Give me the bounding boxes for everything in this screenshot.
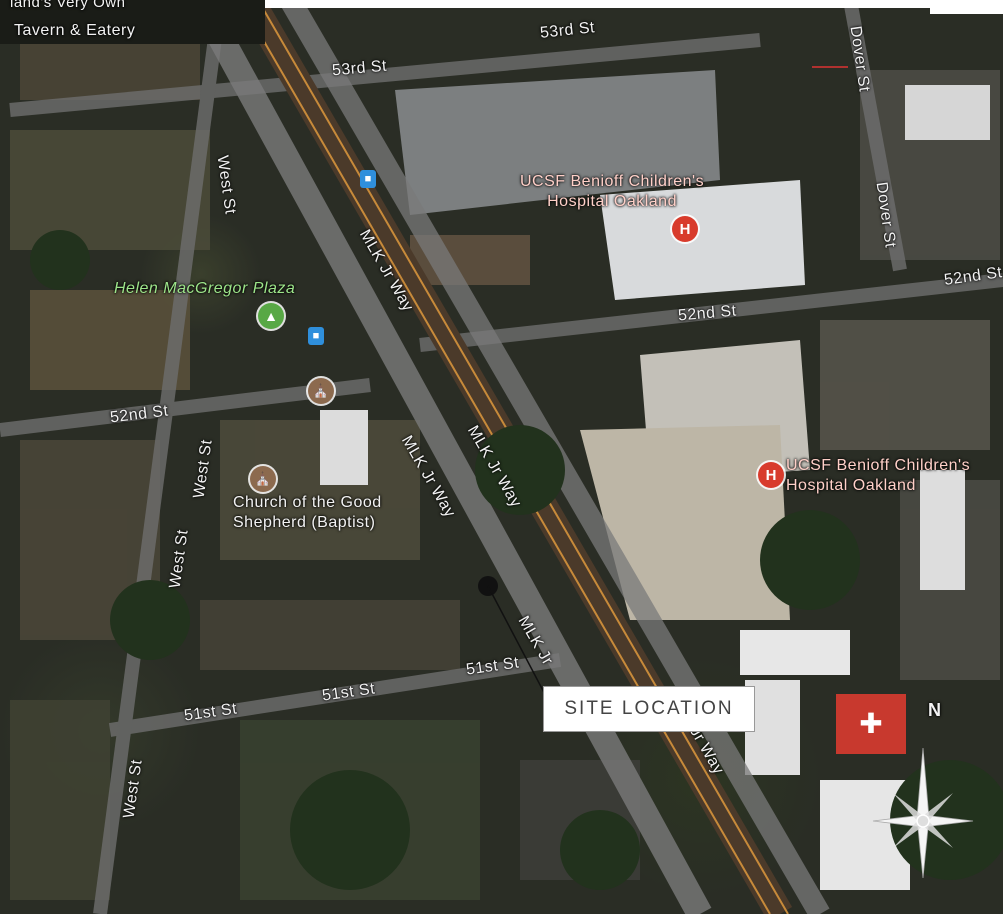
warehouse-roof [395, 70, 720, 215]
top-right-border [930, 0, 1003, 14]
compass-icon [872, 747, 974, 879]
tree-icon[interactable]: ▲ [258, 303, 284, 329]
hospital-roof-north [600, 180, 805, 300]
site-location-label[interactable]: SITE LOCATION [543, 686, 755, 732]
hospital-icon[interactable]: H [672, 216, 698, 242]
site-marker[interactable] [478, 576, 498, 596]
church-icon[interactable]: ⛪ [250, 466, 276, 492]
bus-icon[interactable]: ■ [360, 170, 376, 188]
top-border [265, 0, 930, 8]
plaza-label[interactable]: Helen MacGregor Plaza [114, 280, 296, 297]
header-overlay [0, 0, 265, 44]
hospital-label-south[interactable]: UCSF Benioff Children's Hospital Oakland [786, 457, 971, 494]
church-icon[interactable]: ⛪ [308, 378, 334, 404]
hospital-label-north[interactable]: UCSF Benioff Children's Hospital Oakland [520, 173, 705, 210]
tavern-label[interactable]: Tavern & Eatery [14, 22, 136, 39]
bus-icon[interactable]: ■ [308, 327, 324, 345]
helipad [836, 694, 906, 754]
tavern-partial-label: land's Very Own [10, 0, 126, 11]
svg-text:✚: ✚ [859, 708, 882, 739]
church-label[interactable]: Church of the Good Shepherd (Baptist) [233, 494, 382, 531]
hospital-icon[interactable]: H [758, 462, 784, 488]
compass-north-label: N [928, 700, 942, 720]
